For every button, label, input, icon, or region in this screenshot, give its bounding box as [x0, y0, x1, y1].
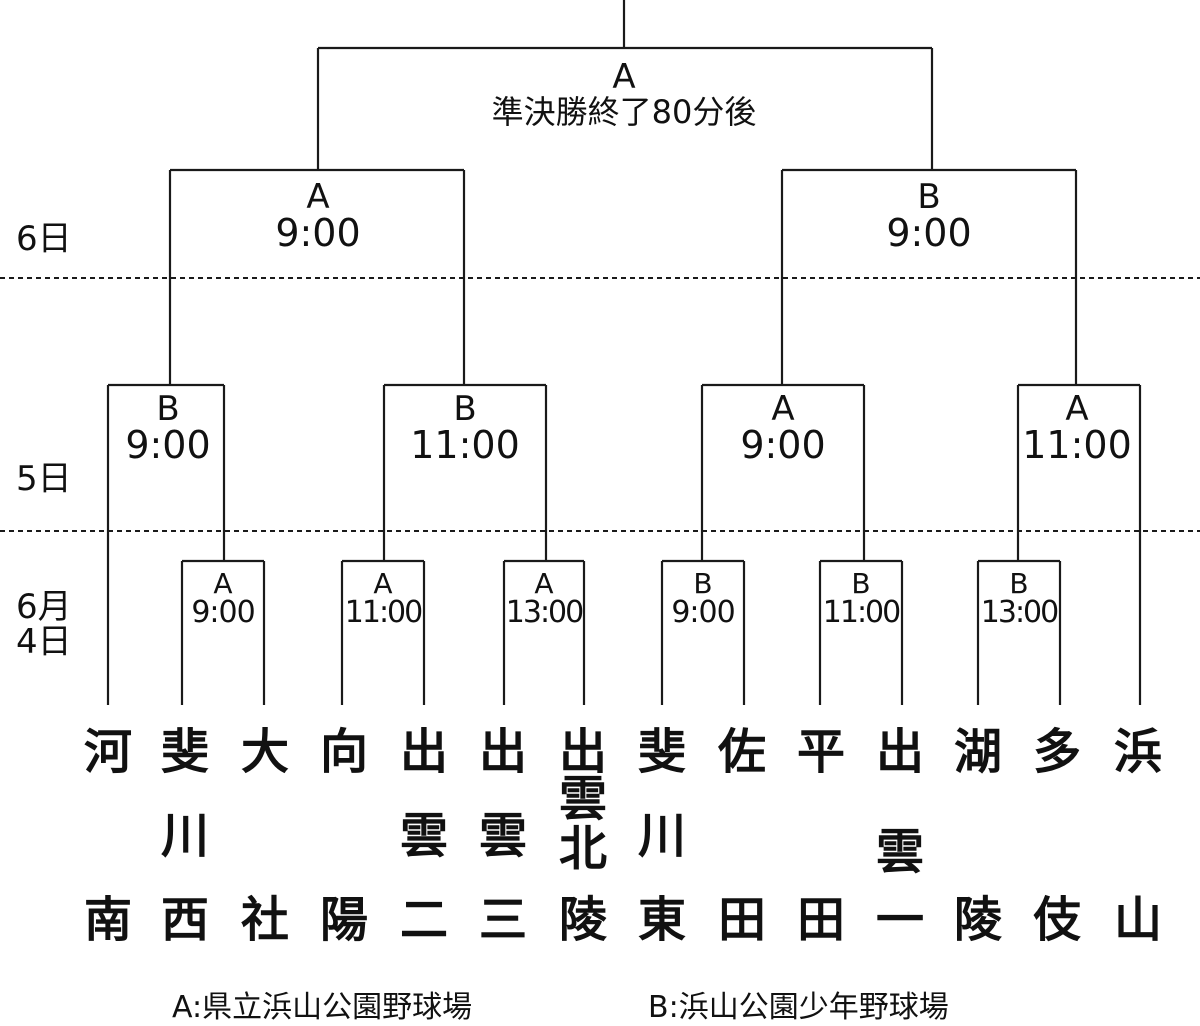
- team-char-top: 斐: [160, 724, 209, 780]
- team-char-mid: 雲: [478, 808, 527, 864]
- qf-venue: B: [156, 389, 180, 429]
- bracket-qf-2: [382, 383, 548, 561]
- qf-venue: A: [1065, 389, 1089, 429]
- team-char-bottom: 陽: [319, 892, 368, 948]
- r1-match-label: B 11:00: [822, 567, 901, 630]
- legend-venue-a: A:県立浜山公園野球場: [172, 990, 473, 1025]
- bracket-final: [316, 0, 934, 170]
- team-char-bottom: 社: [240, 892, 289, 948]
- team-char-bottom: 一: [875, 892, 924, 948]
- semi-venue: B: [917, 177, 941, 217]
- bracket-r1-6: [976, 559, 1062, 705]
- team-char-top: 向: [319, 724, 368, 780]
- bracket-r1-3: [502, 559, 586, 705]
- r1-venue: A: [534, 567, 554, 600]
- bracket-r1-2: [340, 559, 426, 705]
- r1-time: 9:00: [671, 595, 735, 630]
- team-char-top: 出: [478, 724, 527, 780]
- qf-match-label: A 11:00: [1022, 392, 1132, 464]
- semi-venue: A: [306, 177, 330, 217]
- r1-match-label: A 13:00: [505, 567, 584, 630]
- team-char-bottom: 山: [1113, 892, 1162, 948]
- team-char-mid: 川: [160, 808, 209, 864]
- r1-time: 13:00: [980, 595, 1059, 630]
- team-char-top: 出: [399, 724, 448, 780]
- team-char-bottom: 東: [637, 892, 686, 948]
- day-label-6: 6日: [16, 219, 72, 259]
- team-char-bottom: 三: [478, 892, 527, 948]
- semi-time: 9:00: [275, 211, 361, 255]
- bracket-r1-1: [180, 559, 266, 705]
- qf-match-label: B 9:00: [125, 392, 210, 464]
- team-char-top: 河: [83, 724, 132, 780]
- r1-match-label: A 11:00: [344, 567, 423, 630]
- team-char-top: 多: [1032, 724, 1081, 780]
- qf-time: 9:00: [740, 423, 826, 467]
- qf-match-label: B 11:00: [410, 392, 520, 464]
- qf-venue: A: [771, 389, 795, 429]
- bracket-qf-1: [106, 383, 226, 705]
- team-char-top: 平: [796, 724, 845, 780]
- r1-venue: B: [1009, 567, 1029, 600]
- team-char-top: 大: [240, 724, 289, 780]
- final-match-label: A 準決勝終了80分後: [492, 60, 757, 128]
- r1-match-label: B 13:00: [980, 567, 1059, 630]
- team-char-bottom: 西: [160, 892, 209, 948]
- day-label-4-day: 4日: [16, 622, 72, 662]
- bracket-r1-5: [818, 559, 904, 705]
- team-char-mid: 雲: [875, 824, 924, 880]
- semi-match-label: B 9:00: [886, 180, 971, 252]
- team-char-bottom: 陵: [953, 892, 1002, 948]
- team-char-top: 斐: [637, 724, 686, 780]
- final-venue: A: [612, 57, 636, 97]
- r1-venue: A: [373, 567, 393, 600]
- team-char-bottom: 田: [796, 892, 845, 948]
- semi-time: 9:00: [886, 211, 972, 255]
- r1-time: 11:00: [344, 595, 423, 630]
- team-char-bottom: 陵: [558, 892, 607, 948]
- bracket-r1-4: [660, 559, 746, 705]
- team-char-mid: 川: [637, 808, 686, 864]
- r1-time: 11:00: [822, 595, 901, 630]
- qf-time: 9:00: [125, 423, 211, 467]
- qf-match-label: A 9:00: [740, 392, 825, 464]
- qf-time: 11:00: [410, 423, 520, 467]
- team-char-bottom: 伎: [1032, 892, 1081, 948]
- day-label-5: 5日: [16, 459, 72, 499]
- r1-venue: B: [693, 567, 713, 600]
- final-time: 準決勝終了80分後: [491, 93, 757, 131]
- team-char-top: 浜: [1113, 724, 1162, 780]
- team-char-bottom: 南: [83, 892, 132, 948]
- team-char-mid: 雲: [399, 808, 448, 864]
- team-char-top: 湖: [953, 724, 1002, 780]
- qf-time: 11:00: [1022, 423, 1132, 467]
- r1-time: 9:00: [191, 595, 255, 630]
- team-char-top: 出: [875, 724, 924, 780]
- r1-venue: A: [213, 567, 233, 600]
- team-char-bottom: 二: [399, 892, 448, 948]
- team-char-mid: 雲北: [558, 771, 607, 877]
- legend-venue-b: B:浜山公園少年野球場: [648, 990, 949, 1025]
- qf-venue: B: [453, 389, 477, 429]
- r1-match-label: B 9:00: [671, 567, 735, 630]
- day-label-4-month: 6月: [16, 587, 72, 627]
- r1-time: 13:00: [505, 595, 584, 630]
- team-char-bottom: 田: [717, 892, 766, 948]
- r1-match-label: A 9:00: [191, 567, 255, 630]
- semi-match-label: A 9:00: [275, 180, 360, 252]
- team-char-top: 出: [558, 724, 607, 780]
- r1-venue: B: [851, 567, 871, 600]
- team-char-top: 佐: [717, 724, 766, 780]
